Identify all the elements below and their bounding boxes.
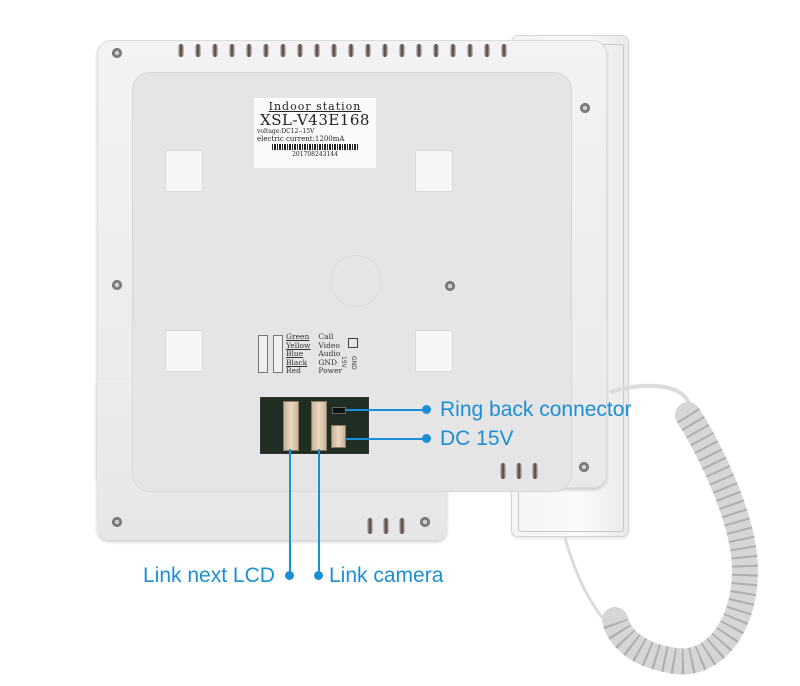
mounting-slot bbox=[415, 330, 453, 372]
ring-back-connector bbox=[332, 407, 346, 414]
mounting-slot bbox=[415, 150, 453, 192]
ring-back-dot bbox=[422, 405, 431, 414]
center-mark bbox=[330, 255, 382, 307]
screw-icon bbox=[112, 48, 122, 58]
link-next-lcd-connector bbox=[283, 401, 299, 451]
screw-icon bbox=[420, 517, 430, 527]
product-label: Indoor station XSL-V43E168 voltage:DC12-… bbox=[254, 98, 376, 168]
link-camera-label: Link camera bbox=[329, 564, 444, 587]
dc-leader-line bbox=[345, 438, 427, 440]
link-next-lcd-dot bbox=[285, 571, 294, 580]
power-mark-15v: 15V bbox=[340, 356, 347, 368]
barcode bbox=[272, 144, 358, 150]
label-serial: 201708243144 bbox=[292, 151, 338, 158]
screw-icon bbox=[112, 517, 122, 527]
label-current: electric current:1200mA bbox=[257, 135, 345, 143]
ring-back-connector-label: Ring back connector bbox=[440, 398, 632, 421]
link-camera-dot bbox=[314, 571, 323, 580]
label-title: Indoor station bbox=[268, 100, 362, 113]
power-mark-gnd: GND bbox=[350, 356, 357, 370]
connector-diagram bbox=[273, 335, 283, 373]
coiled-cord bbox=[563, 383, 759, 675]
dc-15v-label: DC 15V bbox=[440, 427, 514, 450]
ring-back-leader-line bbox=[345, 409, 427, 411]
dc-15v-connector bbox=[331, 425, 346, 448]
mounting-slot bbox=[165, 150, 203, 192]
wiring-legend: Green Call Yellow Video Blue Audio Black… bbox=[286, 332, 343, 375]
label-model: XSL-V43E168 bbox=[260, 111, 370, 129]
power-connector-icon bbox=[348, 338, 358, 348]
connector-diagram bbox=[258, 335, 268, 373]
top-vents bbox=[178, 44, 507, 57]
screw-icon bbox=[112, 280, 122, 290]
dc-dot bbox=[422, 434, 431, 443]
label-voltage: voltage:DC12--15V bbox=[257, 128, 315, 135]
link-camera-leader-line bbox=[318, 449, 320, 574]
bottom-vents bbox=[367, 518, 405, 534]
screw-icon bbox=[579, 462, 589, 472]
link-next-lcd-leader-line bbox=[289, 449, 291, 574]
screw-icon bbox=[445, 281, 455, 291]
mounting-slot bbox=[165, 330, 203, 372]
link-next-lcd-label: Link next LCD bbox=[143, 564, 275, 587]
side-vents bbox=[500, 463, 538, 479]
link-camera-connector bbox=[311, 401, 327, 451]
screw-icon bbox=[580, 103, 590, 113]
